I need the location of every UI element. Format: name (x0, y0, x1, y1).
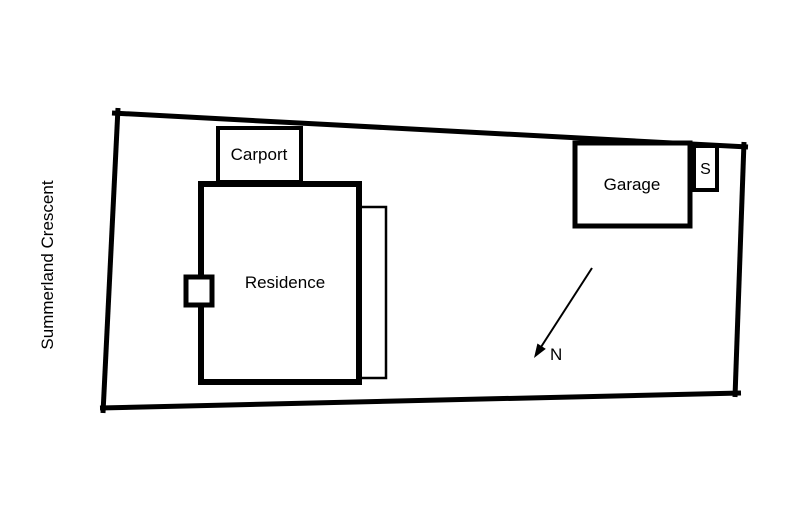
street-label: Summerland Crescent (38, 180, 57, 349)
garage-outline (572, 140, 693, 229)
north-label: N (550, 345, 562, 364)
carport-label: Carport (231, 145, 288, 164)
carport-outline (216, 126, 303, 184)
shed-label: S (700, 161, 711, 178)
north-arrow-shaft (540, 267, 593, 348)
residence-annex-outline (183, 274, 215, 308)
shed-outline (692, 144, 719, 192)
residence-label: Residence (245, 273, 325, 292)
boundary-right (732, 141, 747, 398)
boundary-bottom (99, 390, 742, 411)
deck-outline (357, 205, 388, 380)
north-arrowhead (534, 343, 546, 358)
boundary-left (100, 107, 121, 414)
north-arrow: N (534, 267, 593, 364)
residence-outline (198, 181, 362, 385)
garage-label: Garage (604, 175, 661, 194)
